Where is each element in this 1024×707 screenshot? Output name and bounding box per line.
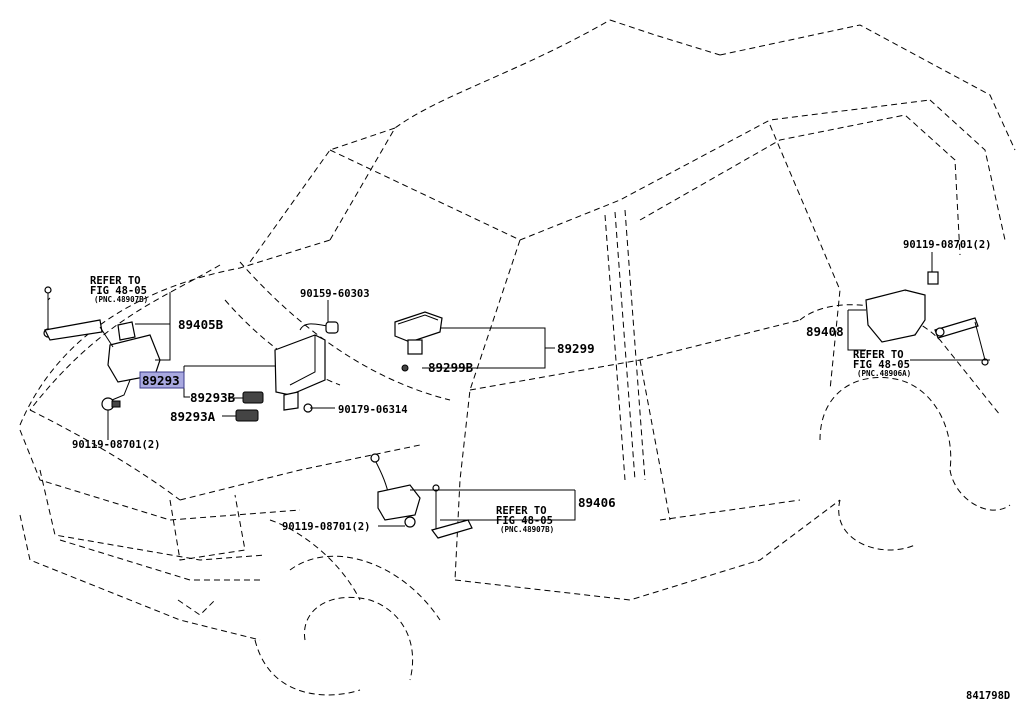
front-left-height-sensor: [43, 286, 161, 383]
refer-front-right-line2: FIG 48-05: [496, 515, 553, 527]
label-89293b: 89293B: [190, 390, 236, 405]
label-89299: 89299: [557, 341, 595, 356]
connector-89293b: [242, 391, 264, 404]
label-89299b: 89299B: [428, 360, 474, 375]
label-89293[interactable]: 89293: [142, 373, 180, 388]
refer-front-right-line1: REFER TO: [496, 505, 547, 517]
label-90119-center: 90119-08701(2): [282, 521, 371, 533]
label-90119-right: 90119-08701(2): [903, 239, 992, 251]
leveling-switch-89299: [394, 311, 443, 355]
label-89405b: 89405B: [178, 317, 224, 332]
refer-rear-line2: FIG 48-05: [853, 359, 910, 371]
leader-lines: [47, 252, 990, 527]
highlight-89293: [139, 371, 185, 389]
label-89293a: 89293A: [170, 409, 216, 424]
refer-rear-line1: REFER TO: [853, 349, 904, 361]
refer-front-left: REFER TO FIG 48-05 (PNC.48907B): [90, 275, 148, 304]
refer-rear-line3: (PNC.48906A): [857, 369, 911, 378]
diagram-id: 841798D: [966, 690, 1010, 702]
connector-89293a: [235, 409, 259, 422]
refer-rear: REFER TO FIG 48-05 (PNC.48906A): [853, 349, 911, 378]
refer-front-right: REFER TO FIG 48-05 (PNC.48907B): [496, 505, 554, 534]
refer-front-left-line3: (PNC.48907B): [94, 295, 148, 304]
headlamp-leveling-ecu: [274, 321, 339, 411]
refer-front-left-line2: FIG 48-05: [90, 285, 147, 297]
label-89408: 89408: [806, 324, 844, 339]
label-90119-left: 90119-08701(2): [72, 439, 161, 451]
label-90179: 90179-06314: [338, 404, 408, 416]
front-right-height-sensor-89406: [370, 453, 473, 539]
vehicle-outline: [19, 19, 1016, 696]
refer-front-left-line1: REFER TO: [90, 275, 141, 287]
rear-height-sensor-89408: [865, 271, 989, 366]
label-89406: 89406: [578, 495, 616, 510]
label-90159: 90159-60303: [300, 288, 370, 300]
clip-89299b: [401, 364, 409, 372]
refer-front-right-line3: (PNC.48907B): [500, 525, 554, 534]
bolt-90119-left: [101, 397, 121, 411]
